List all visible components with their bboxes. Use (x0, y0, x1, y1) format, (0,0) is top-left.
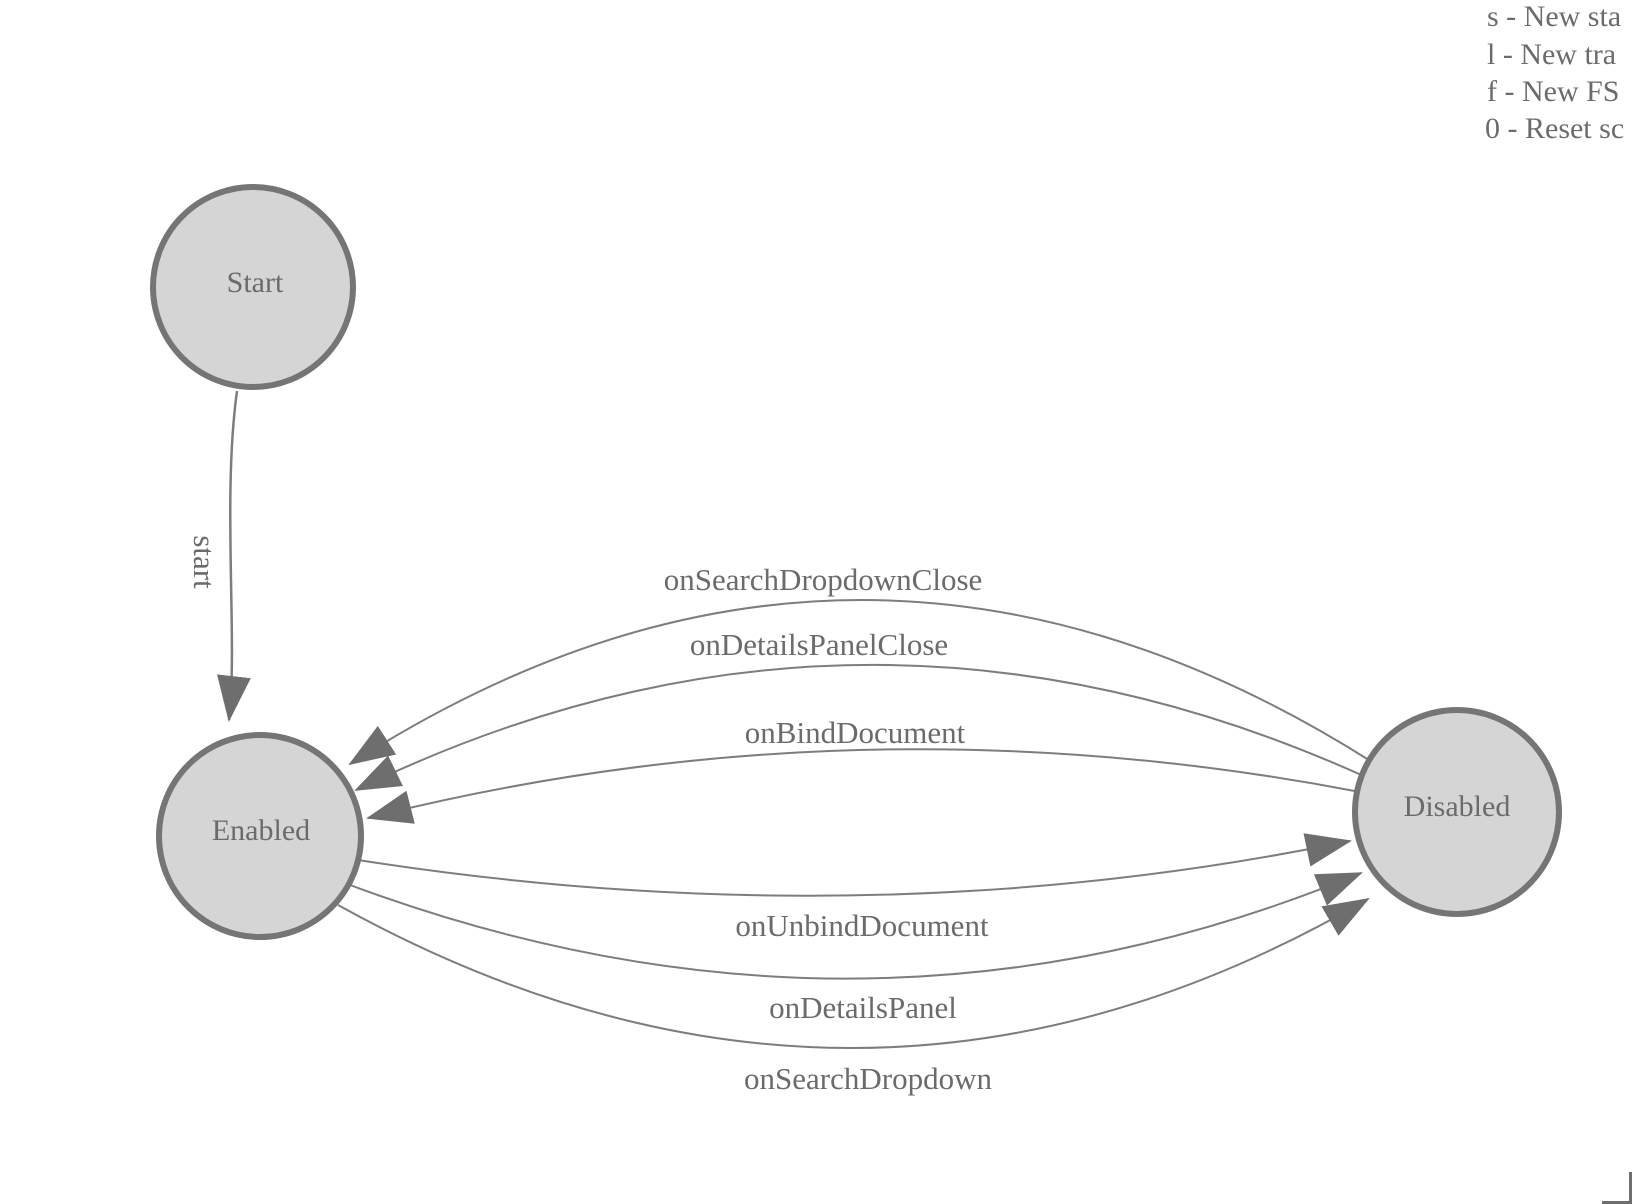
transition-start-label[interactable]: start (187, 535, 222, 589)
state-start[interactable] (150, 184, 356, 390)
state-enabled[interactable] (156, 732, 364, 940)
state-disabled[interactable] (1352, 707, 1562, 917)
transition-onSearchDropdown-edge[interactable] (337, 897, 1370, 1049)
transition-start-edge[interactable] (217, 390, 251, 722)
legend-line-new-state: s - New sta (1487, 0, 1621, 33)
state-start-label: Start (227, 266, 284, 299)
corner-mark-horizontal (1602, 1201, 1632, 1204)
state-enabled-label: Enabled (212, 814, 310, 847)
legend-line-new-transition: l - New tra (1487, 38, 1616, 71)
transition-onSearchDropdownClose-edge[interactable] (348, 599, 1373, 766)
transition-onUnbindDocument-edge[interactable] (357, 833, 1352, 897)
transition-onBindDocument-edge[interactable] (366, 748, 1361, 824)
legend-line-reset: 0 - Reset sc (1485, 112, 1624, 145)
corner-mark-vertical (1629, 1172, 1632, 1204)
transition-onDetailsPanelClose-edge[interactable] (354, 663, 1369, 791)
transition-onBindDocument-label[interactable]: onBindDocument (745, 715, 966, 750)
transition-onDetailsPanel-label[interactable]: onDetailsPanel (769, 990, 957, 1025)
transition-onDetailsPanel-edge[interactable] (349, 872, 1363, 980)
transition-onSearchDropdownClose-label[interactable]: onSearchDropdownClose (664, 562, 983, 597)
transition-onSearchDropdown-label[interactable]: onSearchDropdown (744, 1061, 992, 1096)
transition-onDetailsPanelClose-label[interactable]: onDetailsPanelClose (690, 627, 948, 662)
state-disabled-label: Disabled (1404, 790, 1511, 823)
legend-line-new-fsm: f - New FS (1487, 75, 1620, 108)
transition-onUnbindDocument-label[interactable]: onUnbindDocument (735, 908, 989, 943)
